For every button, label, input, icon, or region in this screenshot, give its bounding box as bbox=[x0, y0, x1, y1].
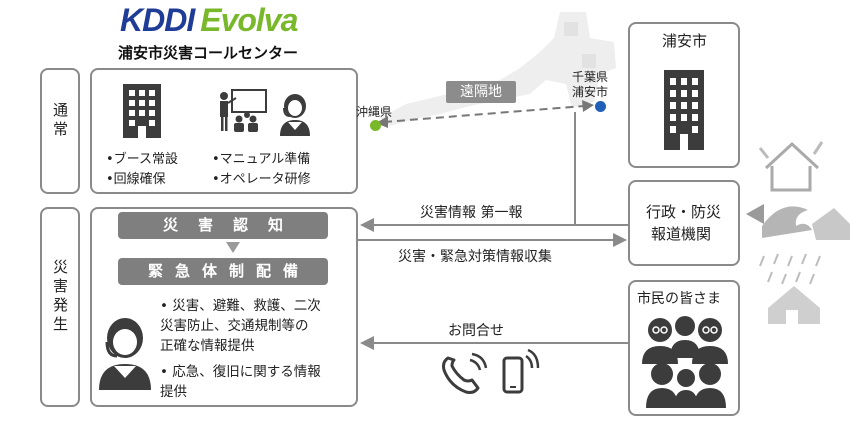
logo-evolva: Evolva bbox=[200, 2, 298, 38]
urayasu-dot bbox=[595, 101, 606, 112]
phase-normal-label-box: 通常 bbox=[40, 68, 80, 194]
japan-map-graphic bbox=[380, 12, 616, 126]
disaster-illustrations bbox=[758, 141, 850, 324]
arrow-label-inquiry: お問合せ bbox=[448, 323, 504, 339]
phase-disaster-label: 災害発生 bbox=[51, 259, 69, 335]
disaster-item-1-line2: 災害防止、交通規制等の bbox=[160, 318, 309, 334]
step-disaster-recognition: 災害認知 bbox=[118, 212, 328, 239]
disaster-item-1-line1: • 災害、避難、救護、二次 bbox=[160, 298, 321, 314]
subtitle: 浦安市災害コールセンター bbox=[118, 44, 299, 62]
citizens-box-title: 市民の皆さま bbox=[637, 291, 721, 307]
disaster-item-2-line2: 提供 bbox=[160, 384, 187, 400]
urayasu-map-label: 浦安市 bbox=[572, 85, 609, 99]
remote-label: 遠隔地 bbox=[446, 81, 516, 103]
operator-large-icon bbox=[99, 318, 151, 390]
phase-normal-label: 通常 bbox=[51, 102, 69, 140]
normal-item-training: •オペレータ研修 bbox=[212, 172, 311, 187]
step-emergency-system: 緊急体制配備 bbox=[118, 258, 328, 285]
admin-box-line1: 行政・防災 bbox=[646, 203, 722, 221]
city-building-icon bbox=[664, 70, 704, 150]
smartphone-icon bbox=[502, 348, 540, 394]
step-down-arrow bbox=[226, 242, 240, 253]
okinawa-label: 沖縄県 bbox=[356, 105, 393, 119]
building-icon bbox=[123, 84, 161, 138]
chiba-label: 千葉県 bbox=[572, 70, 609, 84]
disaster-items: • 災害、避難、救護、二次 災害防止、交通規制等の 正確な情報提供 • 応急、復… bbox=[160, 296, 321, 402]
admin-box-line2: 報道機関 bbox=[651, 225, 712, 243]
operator-icon bbox=[280, 94, 310, 136]
okinawa-dot bbox=[370, 120, 381, 131]
arrow-label-disaster-info: 災害情報 第一報 bbox=[420, 205, 523, 221]
trainer-icon bbox=[220, 89, 267, 132]
remote-link-arrow bbox=[376, 100, 594, 128]
arrow-label-measures-info: 災害・緊急対策情報収集 bbox=[398, 249, 552, 265]
admin-box bbox=[628, 180, 740, 266]
disaster-item-2-line1: • 応急、復旧に関する情報 bbox=[160, 364, 321, 380]
phase-disaster-label-box: 災害発生 bbox=[40, 207, 80, 407]
normal-item-line: •回線確保 bbox=[106, 172, 166, 187]
normal-item-manual: •マニュアル準備 bbox=[212, 152, 311, 167]
phone-icon bbox=[442, 352, 488, 394]
city-box-title: 浦安市 bbox=[662, 32, 708, 50]
normal-item-booth: •ブース常設 bbox=[106, 152, 179, 167]
citizens-icon bbox=[642, 316, 728, 408]
logo-kddi: KDDI bbox=[120, 2, 195, 38]
normal-left-items: •ブース常設 •回線確保 bbox=[106, 150, 178, 190]
normal-right-items: •マニュアル準備 •オペレータ研修 bbox=[212, 150, 311, 190]
disaster-item-1-line3: 正確な情報提供 bbox=[160, 338, 255, 354]
